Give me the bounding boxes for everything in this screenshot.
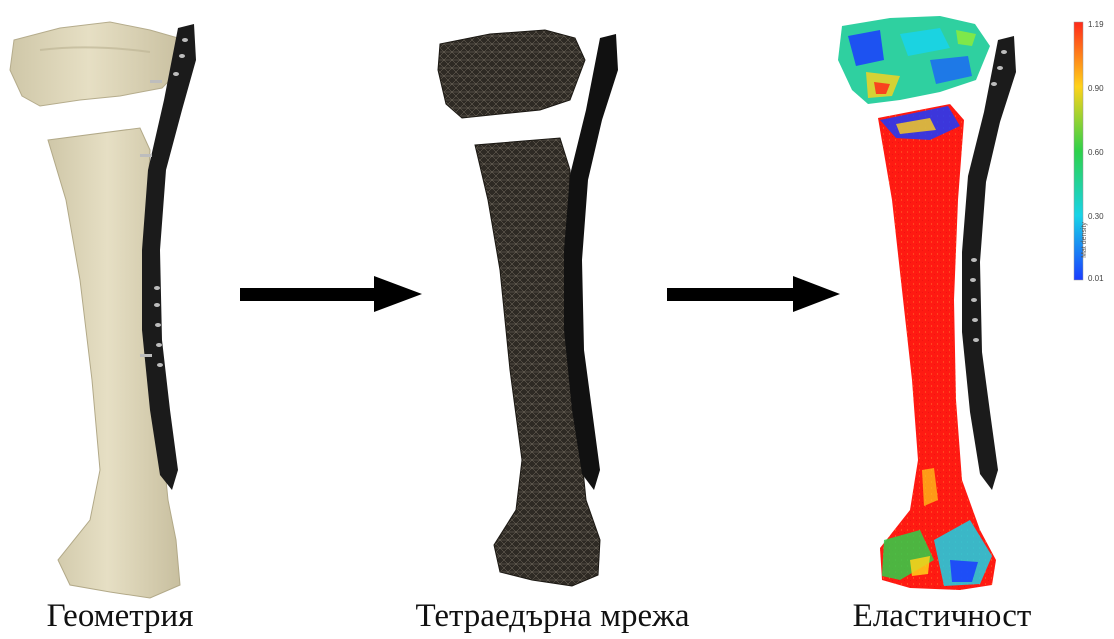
colorbar-tick-label: 0.01 (1088, 274, 1104, 283)
caption-mesh: Тетраедърна мрежа (385, 596, 720, 636)
caption-elasticity: Еластичност (832, 596, 1052, 636)
caption-geometry: Геометрия (20, 596, 220, 636)
colorbar-tick-label: 0.60 (1088, 148, 1104, 157)
elasticity-panel (838, 16, 1016, 590)
mesh-panel (438, 30, 618, 586)
arrow-right-icon (240, 276, 422, 312)
colorbar-tick-label: 1.19 (1088, 20, 1104, 29)
elastic-fixation-plate (962, 36, 1016, 490)
mesh-proximal-fragment (438, 30, 585, 118)
colorbar-tick-label: 0.90 (1088, 84, 1104, 93)
geometry-panel (10, 22, 196, 598)
proximal-fragment (10, 22, 185, 106)
arrow-right-icon (667, 276, 840, 312)
colorbar-tick-label: 0.30 (1088, 212, 1104, 221)
